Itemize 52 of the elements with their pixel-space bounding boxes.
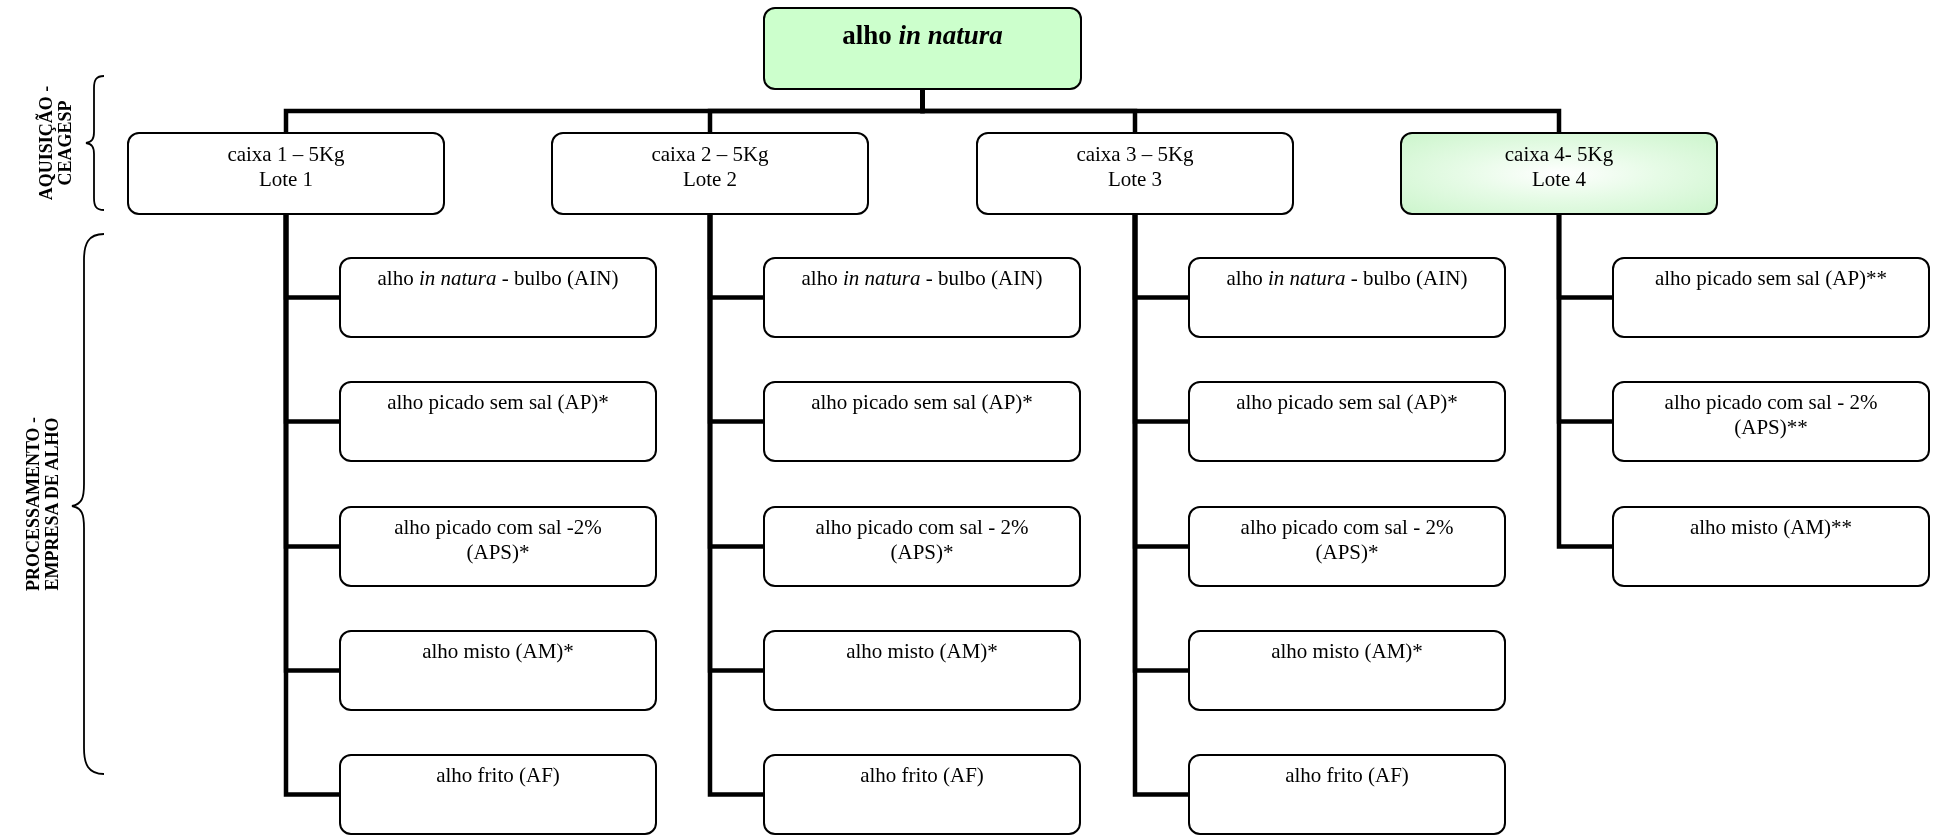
node-text: alho misto (AM)* xyxy=(1271,639,1423,665)
node-text: alho picado com sal - 2% (APS)** xyxy=(1663,390,1879,441)
node-text: alho picado sem sal (AP)* xyxy=(1236,390,1458,416)
node-text: alho misto (AM)* xyxy=(422,639,574,665)
node-text: alho misto (AM)** xyxy=(1689,515,1853,541)
node-text: alho misto (AM)* xyxy=(846,639,998,665)
product-box xyxy=(1612,506,1930,587)
node-text: caixa 1 – 5Kg Lote 1 xyxy=(226,142,346,193)
product-box xyxy=(763,754,1081,835)
product-box xyxy=(763,506,1081,587)
product-box xyxy=(1612,257,1930,338)
section-label: AQUISIÇÃO - CEAGESP xyxy=(37,84,75,203)
product-box xyxy=(339,381,657,462)
node-text: alho frito (AF) xyxy=(436,763,560,789)
node-text: alho picado sem sal (AP)* xyxy=(387,390,609,416)
lot-box xyxy=(976,132,1294,215)
node-text: alho picado sem sal (AP)* xyxy=(811,390,1033,416)
node-text: alho in natura xyxy=(842,19,1003,52)
node-text: caixa 3 – 5Kg Lote 3 xyxy=(1075,142,1195,193)
section-label: PROCESSAMENTO - EMPRESA DE ALHO xyxy=(24,415,62,594)
lot-box xyxy=(1400,132,1718,215)
lot-box xyxy=(551,132,869,215)
node-text: alho in natura - bulbo (AIN) xyxy=(377,266,619,292)
node-text: alho frito (AF) xyxy=(1285,763,1409,789)
product-box xyxy=(339,506,657,587)
product-box xyxy=(763,630,1081,711)
product-box xyxy=(1188,381,1506,462)
product-box xyxy=(339,754,657,835)
product-box xyxy=(339,630,657,711)
node-text: caixa 2 – 5Kg Lote 2 xyxy=(650,142,770,193)
node-text: alho picado sem sal (AP)** xyxy=(1654,266,1888,292)
product-box xyxy=(339,257,657,338)
lot-box xyxy=(127,132,445,215)
product-box xyxy=(1188,630,1506,711)
product-box xyxy=(1612,381,1930,462)
connector-line xyxy=(1132,215,1188,797)
node-text: alho in natura - bulbo (AIN) xyxy=(801,266,1043,292)
connector-line xyxy=(1556,215,1612,549)
node-text: alho picado com sal - 2% (APS)* xyxy=(1239,515,1455,566)
node-text: alho picado com sal -2% (APS)* xyxy=(393,515,603,566)
connector-line xyxy=(707,215,763,797)
product-box xyxy=(763,381,1081,462)
product-box xyxy=(1188,506,1506,587)
product-box xyxy=(763,257,1081,338)
product-box xyxy=(1188,257,1506,338)
node-text: alho frito (AF) xyxy=(860,763,984,789)
node-text: alho picado com sal - 2% (APS)* xyxy=(814,515,1030,566)
product-box xyxy=(1188,754,1506,835)
node-text: alho in natura - bulbo (AIN) xyxy=(1226,266,1468,292)
connector-line xyxy=(283,215,339,797)
node-text: caixa 4- 5Kg Lote 4 xyxy=(1503,142,1615,193)
root-box xyxy=(763,7,1082,90)
